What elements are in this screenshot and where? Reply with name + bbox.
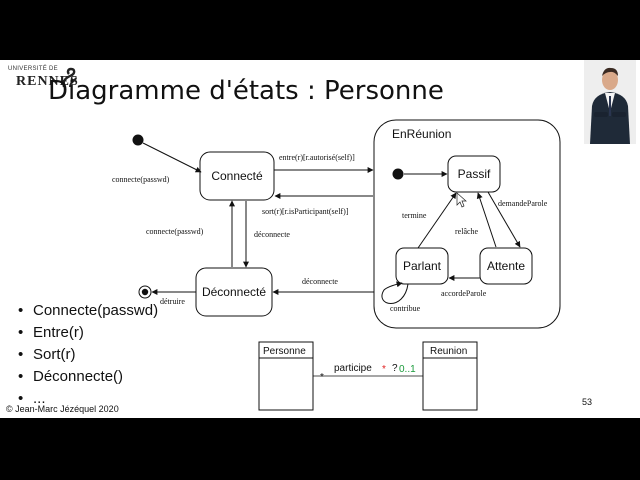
bullet-item: •Connecte(passwd) bbox=[18, 302, 159, 319]
state-attente-label: Attente bbox=[487, 259, 525, 273]
state-attente bbox=[479, 247, 533, 285]
transition-contribue bbox=[381, 281, 409, 304]
label-reconnect: connecte(passwd) bbox=[146, 227, 204, 236]
class-personne-label: Personne bbox=[263, 346, 306, 357]
initial-state bbox=[132, 134, 144, 146]
slide: UNIVERSITÉ DE RENNES Diagramme d'états :… bbox=[0, 60, 640, 418]
state-connecte-label: Connecté bbox=[211, 169, 263, 183]
label-termine: termine bbox=[402, 211, 427, 220]
state-connecte bbox=[199, 151, 275, 201]
university-name: RENNES bbox=[16, 74, 79, 89]
mult-star-red: * bbox=[382, 364, 386, 375]
class-reunion-label: Reunion bbox=[430, 346, 467, 357]
mult-left: * bbox=[320, 372, 324, 383]
label-contribue: contribue bbox=[390, 304, 421, 313]
label-initial-connect: connecte(passwd) bbox=[112, 175, 170, 184]
bullet-list: •Connecte(passwd) •Entre(r) •Sort(r) •Dé… bbox=[18, 300, 158, 410]
transition-termine bbox=[417, 192, 457, 249]
label-disconnect-meeting: déconnecte bbox=[302, 277, 338, 286]
label-exit: sort(r)[r.isParticipant(self)] bbox=[262, 207, 349, 216]
transition-initial-connect bbox=[142, 142, 202, 173]
transition-relache bbox=[476, 192, 497, 248]
state-passif-label: Passif bbox=[458, 167, 491, 181]
class-personne bbox=[258, 341, 314, 411]
rennes-mark-icon bbox=[62, 67, 77, 88]
state-parlant bbox=[395, 247, 449, 285]
copyright: © Jean-Marc Jézéquel 2020 bbox=[6, 404, 119, 414]
state-parlant-label: Parlant bbox=[403, 259, 442, 273]
speaker-photo bbox=[584, 60, 636, 144]
label-relache: relâche bbox=[455, 227, 479, 236]
bullet-item: •Entre(r) bbox=[18, 324, 84, 341]
association-label: participe bbox=[334, 363, 372, 374]
bullet-item: •Sort(r) bbox=[18, 346, 76, 363]
university-line: UNIVERSITÉ DE bbox=[8, 66, 58, 72]
bullet-item: •Déconnecte() bbox=[18, 368, 124, 385]
page-number: 53 bbox=[582, 397, 593, 407]
label-enter: entre(r)[r.autorisé(self)] bbox=[279, 153, 355, 162]
state-diagram: EnRéunion Connecté Déconnecté Passif Par… bbox=[112, 119, 561, 411]
mult-right: 0..1 bbox=[399, 364, 416, 375]
state-deconnecte-label: Déconnecté bbox=[202, 285, 266, 299]
slide-title: Diagramme d'états : Personne bbox=[48, 76, 444, 106]
final-state bbox=[138, 285, 152, 299]
composite-state-label: EnRéunion bbox=[392, 127, 451, 141]
transition-demande-parole bbox=[487, 191, 521, 248]
mult-question: ? bbox=[392, 363, 398, 374]
inner-initial-state bbox=[392, 168, 404, 180]
label-demande-parole: demandeParole bbox=[498, 199, 548, 208]
label-destroy: détruire bbox=[160, 297, 185, 306]
mouse-cursor-icon bbox=[456, 192, 467, 208]
label-accorde-parole: accordeParole bbox=[441, 289, 487, 298]
label-disconnect: déconnecte bbox=[254, 230, 290, 239]
university-logo: UNIVERSITÉ DE RENNES bbox=[8, 66, 78, 92]
composite-state-enreunion bbox=[373, 119, 561, 329]
state-passif bbox=[447, 155, 501, 193]
bullet-item: •... bbox=[18, 390, 46, 407]
